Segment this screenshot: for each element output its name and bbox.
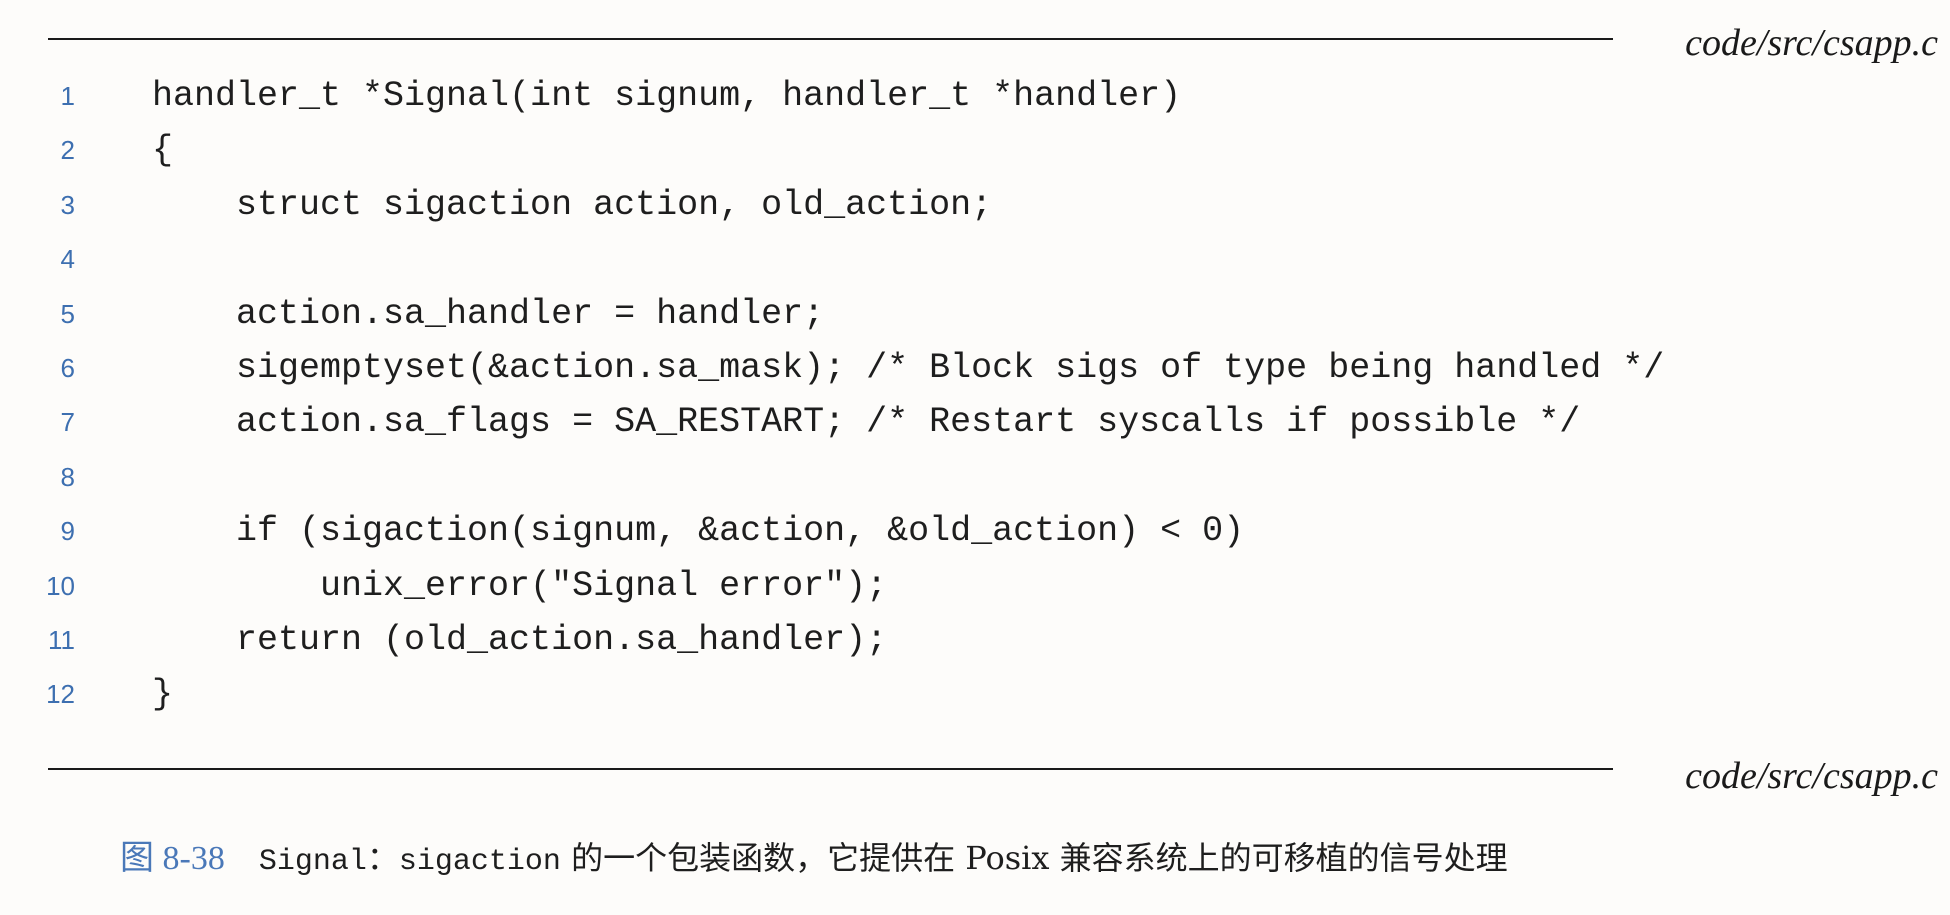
code-text: unix_error("Signal error"); xyxy=(152,565,888,606)
code-line: 9 if (sigaction(signum, &action, &old_ac… xyxy=(0,510,1950,564)
code-text: sigemptyset(&action.sa_mask); /* Block s… xyxy=(152,347,1665,388)
code-line: 8 xyxy=(0,456,1950,510)
line-number: 11 xyxy=(48,624,75,655)
bottom-rule xyxy=(48,768,1613,770)
line-number: 2 xyxy=(60,135,75,166)
code-line: 6 sigemptyset(&action.sa_mask); /* Block… xyxy=(0,347,1950,401)
code-line: 4 xyxy=(0,238,1950,292)
line-number: 10 xyxy=(46,570,75,601)
code-text: action.sa_flags = SA_RESTART; /* Restart… xyxy=(152,402,1581,443)
caption-separator: ： xyxy=(366,839,399,877)
code-text: action.sa_handler = handler; xyxy=(152,293,825,334)
line-number: 7 xyxy=(60,407,75,438)
listing-filename-bottom: code/src/csapp.c xyxy=(1685,755,1938,797)
line-number: 3 xyxy=(60,189,75,220)
code-line: 5 action.sa_handler = handler; xyxy=(0,293,1950,347)
code-text: if (sigaction(signum, &action, &old_acti… xyxy=(152,511,1245,552)
line-number: 1 xyxy=(60,81,75,111)
caption-wrapped-function: sigaction xyxy=(398,845,561,879)
line-number: 9 xyxy=(60,516,75,547)
code-text: struct sigaction action, old_action; xyxy=(152,184,993,225)
top-rule xyxy=(48,38,1613,40)
listing-filename-top: code/src/csapp.c xyxy=(1685,22,1938,64)
code-line: 11 return (old_action.sa_handler); xyxy=(0,619,1950,673)
line-number: 5 xyxy=(60,298,75,329)
code-line: 2{ xyxy=(0,129,1950,183)
code-text: { xyxy=(152,130,174,171)
figure-caption: 图 8-38 Signal：sigaction 的一个包装函数，它提供在 Pos… xyxy=(120,839,1508,879)
code-line: 10 unix_error("Signal error"); xyxy=(0,565,1950,619)
line-number: 8 xyxy=(60,461,75,492)
code-line: 12} xyxy=(0,673,1950,727)
code-text: } xyxy=(152,674,174,715)
code-line: 7 action.sa_flags = SA_RESTART; /* Resta… xyxy=(0,401,1950,455)
code-line: 1 handler_t *Signal(int signum, handler_t… xyxy=(0,75,1950,129)
line-number: 4 xyxy=(60,244,75,275)
code-text: return (old_action.sa_handler); xyxy=(152,619,888,660)
caption-function-name: Signal xyxy=(258,845,367,879)
line-number: 12 xyxy=(46,679,75,710)
code-listing: 1 handler_t *Signal(int signum, handler_t… xyxy=(0,75,1950,728)
caption-description: 的一个包装函数，它提供在 Posix 兼容系统上的可移植的信号处理 xyxy=(560,839,1508,877)
code-line: 3 struct sigaction action, old_action; xyxy=(0,184,1950,238)
line-number: 6 xyxy=(60,352,75,383)
figure-label: 图 8-38 xyxy=(120,840,225,877)
code-text: handler_t *Signal(int signum, handler_t … xyxy=(152,76,1182,116)
